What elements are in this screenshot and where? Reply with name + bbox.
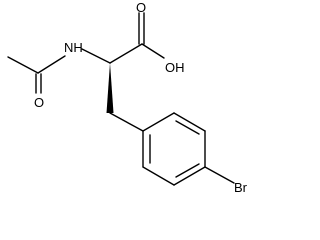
ring-bond-1: [142, 112, 175, 132]
bond-carbonyl-n: [37, 55, 66, 74]
bond-ring-br: [204, 166, 235, 184]
ring-bond-2: [173, 112, 206, 132]
bond-methyl-carbonyl: [7, 56, 39, 74]
bond-acid-oh: [141, 43, 165, 59]
atom-label-oh: OH: [165, 60, 185, 75]
atom-label-br: Br: [234, 180, 248, 195]
bond-alpha-carboxyl: [109, 43, 143, 64]
bond-ch2-ring: [109, 112, 144, 132]
atom-label-nh: NH: [64, 40, 83, 55]
atom-label-o-acid: O: [136, 0, 146, 15]
molecule-structure: NH OH O O Br: [7, 0, 248, 195]
ring-inner-double-2: [175, 163, 200, 178]
ring-bond-4: [173, 166, 206, 186]
bond-n-alpha: [81, 48, 111, 64]
ring-bond-5: [142, 166, 175, 186]
ring-inner-double-1: [175, 120, 200, 135]
wedge-bond-alpha-ch2: [106, 63, 114, 113]
atom-label-o-amide: O: [34, 95, 44, 110]
